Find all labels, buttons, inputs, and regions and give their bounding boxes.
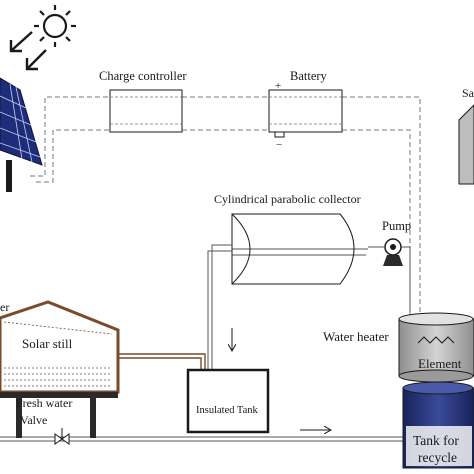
sunlight-arrow-icon	[9, 31, 47, 71]
collector-label: Cylindrical parabolic collector	[214, 192, 361, 206]
battery-minus-sign: −	[276, 139, 282, 151]
recycle-tank-label-line2: recycle	[418, 450, 457, 465]
charge-controller-label: Charge controller	[99, 69, 187, 83]
salt-tank	[458, 104, 474, 185]
water-heater	[398, 312, 474, 383]
battery-label: Battery	[290, 69, 328, 83]
water-heater-label: Water heater	[323, 329, 389, 344]
electrical-wiring	[30, 96, 421, 330]
recycle-tank	[402, 381, 474, 469]
solar-still	[0, 300, 120, 438]
solar-still-label: Solar still	[22, 336, 73, 351]
pump-label: Pump	[382, 219, 411, 233]
element-label: Element	[418, 356, 462, 371]
salt-tank-label: Sa	[462, 86, 474, 100]
fresh-water-label: Fresh water	[16, 396, 72, 410]
charge-controller	[109, 89, 183, 133]
sun-icon	[34, 5, 76, 47]
valve-label: Valve	[20, 413, 47, 427]
battery-plus-sign: +	[275, 80, 281, 92]
insulated-tank-label: Insulated Tank	[196, 405, 259, 416]
flow-arrow-icon	[232, 328, 330, 430]
parabolic-collector	[231, 213, 368, 285]
recycle-tank-label-line1: Tank for	[413, 433, 459, 448]
pump-icon	[383, 238, 403, 266]
valve-icon	[54, 428, 70, 445]
solar-panel-icon	[0, 77, 43, 192]
battery	[268, 89, 343, 138]
insulated-tank	[186, 368, 270, 434]
still-partial-label: er	[0, 300, 9, 314]
